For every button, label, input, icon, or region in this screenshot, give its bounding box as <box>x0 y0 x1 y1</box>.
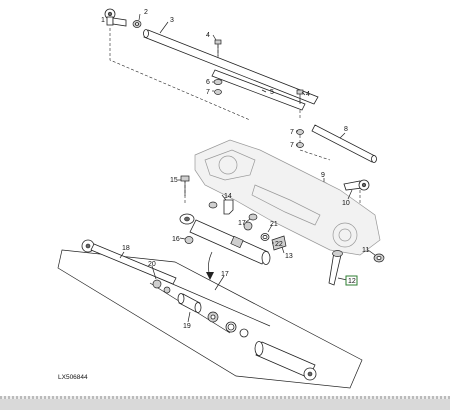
part-elbow-fitting <box>223 199 234 215</box>
part-bolt <box>214 39 222 56</box>
callout-10: 10 <box>342 200 350 207</box>
callout-17b: 17 <box>221 271 229 278</box>
part-o-ring <box>225 321 237 333</box>
part-seal-ring <box>260 233 270 241</box>
part-cylinder-barrel <box>254 341 317 381</box>
footer-bar <box>0 399 450 410</box>
part-washer <box>213 79 223 85</box>
part-nut <box>132 20 142 28</box>
callout-labels: 1 2 3 4 5 6 7 4 7 8 7 9 10 11 15 14 17 2… <box>101 9 369 330</box>
part-right-rod <box>311 124 377 163</box>
callout-2: 2 <box>144 9 148 16</box>
part-pin <box>180 175 190 196</box>
part-bolt <box>296 89 304 104</box>
callout-6: 6 <box>206 79 210 86</box>
figure-id: LX506844 <box>58 374 88 381</box>
part-washer <box>208 201 218 209</box>
callout-20: 20 <box>148 261 156 268</box>
callout-16: 16 <box>172 236 180 243</box>
callout-11: 11 <box>362 247 369 254</box>
part-washer <box>214 89 222 95</box>
callout-18: 18 <box>122 245 130 252</box>
part-seal-ring <box>207 311 219 323</box>
leader-dashed <box>109 28 251 121</box>
callout-14: 14 <box>224 193 232 200</box>
part-seal-kit <box>152 279 171 294</box>
part-ball-joint-end <box>104 8 127 27</box>
part-tie-rod <box>143 29 319 105</box>
callout-22: 22 <box>275 241 283 248</box>
callout-4: 4 <box>206 32 210 39</box>
part-rod-segment <box>211 69 306 111</box>
leader-lines <box>119 13 376 323</box>
callout-19: 19 <box>183 323 191 330</box>
callout-7c: 7 <box>290 142 294 149</box>
part-bushing <box>271 235 287 251</box>
callout-21: 21 <box>270 221 278 228</box>
part-nut <box>184 236 194 244</box>
footer-divider <box>0 396 450 399</box>
callout-15: 15 <box>170 177 178 184</box>
part-cylinder-mount <box>179 213 195 225</box>
callout-5: 5 <box>270 89 274 96</box>
part-washer <box>296 129 304 135</box>
callout-9: 9 <box>321 172 325 179</box>
callout-17a: 17 <box>238 220 246 227</box>
callout-12: 12 <box>348 278 356 285</box>
callout-12-highlight: 12 <box>345 275 358 286</box>
part-o-ring <box>239 328 249 338</box>
callout-7b: 7 <box>290 129 294 136</box>
callout-4b: 4 <box>306 91 310 98</box>
direction-arrow <box>206 251 214 280</box>
part-gland <box>177 293 202 313</box>
callout-8: 8 <box>344 126 348 133</box>
axle-housing <box>194 139 381 256</box>
part-nut <box>373 253 385 263</box>
part-ball-joint-end <box>343 179 370 191</box>
part-washer <box>248 213 258 221</box>
callout-7: 7 <box>206 89 210 96</box>
part-kingpin-bolt <box>328 250 343 286</box>
part-steering-cylinder <box>189 219 271 265</box>
callout-3: 3 <box>170 17 174 24</box>
leader-dashed <box>299 130 331 161</box>
callout-1: 1 <box>101 17 105 24</box>
callout-13: 13 <box>285 253 293 260</box>
